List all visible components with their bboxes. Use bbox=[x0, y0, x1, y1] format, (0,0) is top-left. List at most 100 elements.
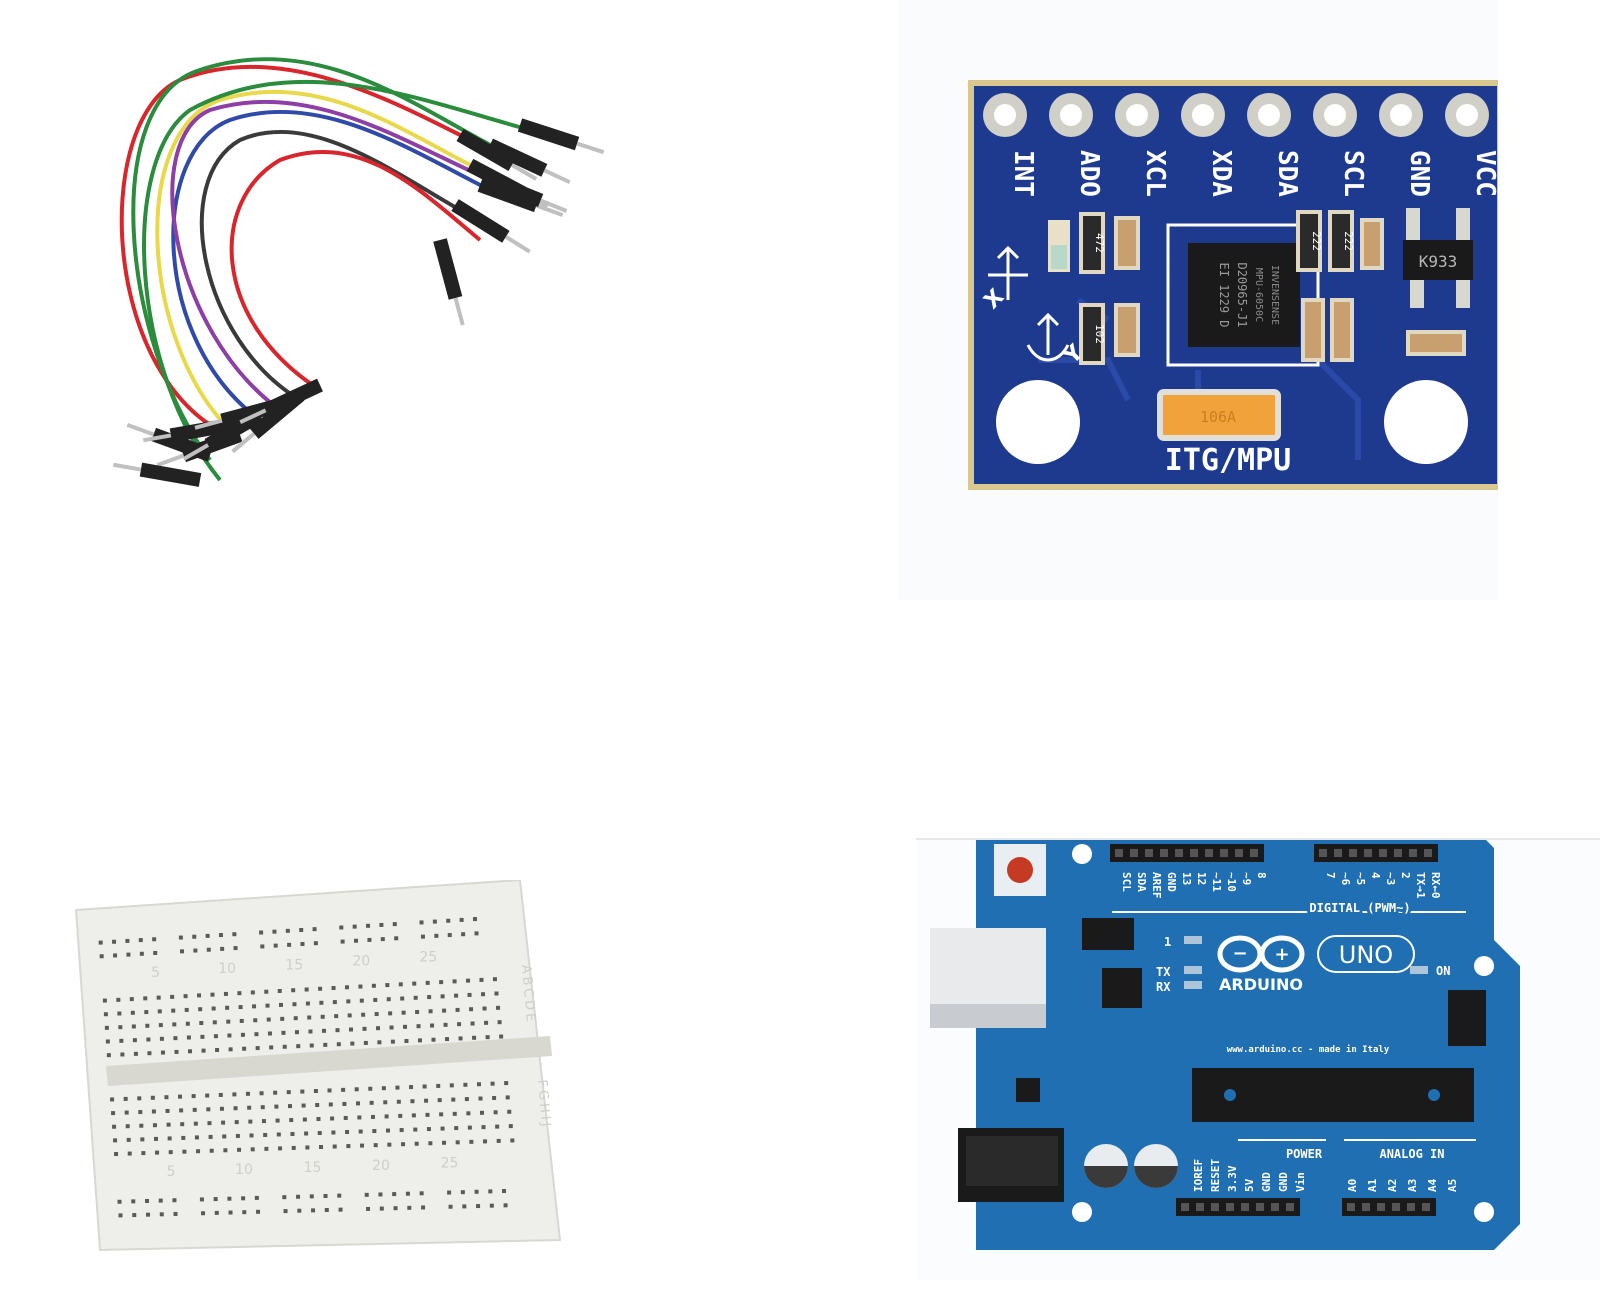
pin-label: 8 bbox=[1255, 872, 1268, 879]
resistor-222a-label: 222 bbox=[1310, 231, 1323, 251]
power-pin-label: GND bbox=[1277, 1172, 1290, 1192]
led-tx-label: TX bbox=[1156, 965, 1171, 979]
column-number: 10 bbox=[235, 1162, 253, 1178]
jumper-plug bbox=[239, 378, 323, 425]
pin-header bbox=[1314, 844, 1438, 862]
mounting-hole-right bbox=[1384, 380, 1468, 464]
row-letters-bottom: FGHIJ bbox=[534, 1079, 553, 1130]
jumper-wires-drawing bbox=[112, 57, 605, 487]
pin-label: GND bbox=[1165, 872, 1178, 892]
usb-chip bbox=[1102, 968, 1142, 1008]
pin-label: 13 bbox=[1180, 872, 1193, 885]
arduino-uno-drawing: 1 TX RX ON − + ARDUINO UNO www.arduino.c… bbox=[930, 840, 1520, 1250]
column-number: 15 bbox=[304, 1160, 322, 1176]
resistor-222a bbox=[1296, 210, 1322, 272]
mpu-chip bbox=[1188, 243, 1300, 347]
jumper-wire bbox=[229, 149, 482, 392]
pin-label: RX←0 bbox=[1429, 872, 1442, 899]
tantalum-capacitor bbox=[1157, 389, 1281, 441]
pin-label: GND bbox=[1404, 150, 1434, 197]
arduino-logo bbox=[1217, 935, 1305, 973]
uno-badge bbox=[1317, 935, 1415, 973]
analog-pin-label: A5 bbox=[1446, 1179, 1459, 1192]
electrolytic-capacitors bbox=[1084, 1144, 1178, 1188]
column-number: 5 bbox=[167, 1164, 176, 1180]
jumper-plug bbox=[517, 118, 605, 155]
chip-text-3: D20965-J1 bbox=[1235, 262, 1249, 327]
analog-label: ANALOG IN bbox=[1379, 1147, 1444, 1161]
pin-label: INT bbox=[1008, 150, 1038, 197]
analog-pin-label: A0 bbox=[1346, 1179, 1359, 1192]
chip-outline bbox=[1166, 223, 1320, 367]
voltage-regulator-uno bbox=[1016, 1078, 1040, 1102]
jumper-wire bbox=[171, 109, 491, 422]
pin-label: 2 bbox=[1399, 872, 1412, 879]
column-number: 15 bbox=[285, 957, 303, 973]
column-number: 20 bbox=[372, 1158, 390, 1174]
capacitor-label: 106A bbox=[1200, 408, 1236, 426]
svg-text:−: − bbox=[1232, 943, 1247, 964]
resistor-472 bbox=[1079, 212, 1105, 274]
regulator-label: K933 bbox=[1419, 252, 1458, 271]
icsp-header bbox=[1448, 990, 1486, 1046]
column-number: 25 bbox=[441, 1156, 459, 1172]
pin-label: 7 bbox=[1324, 872, 1337, 879]
pin-label: VCC bbox=[1470, 150, 1498, 197]
uno-label: UNO bbox=[1339, 941, 1393, 969]
pin-label: ADO bbox=[1074, 150, 1104, 197]
board-brand-label: ITG/MPU bbox=[1165, 443, 1291, 478]
column-number: 25 bbox=[420, 950, 438, 966]
led-rx-label: RX bbox=[1156, 980, 1171, 994]
pin-label: SCL bbox=[1338, 150, 1368, 197]
pin-label: TX→1 bbox=[1414, 872, 1427, 899]
pin-label: ~10 bbox=[1225, 872, 1238, 892]
pin-label: ~5 bbox=[1354, 872, 1367, 885]
jumper-plug bbox=[487, 138, 571, 185]
pin-label: ~6 bbox=[1339, 872, 1352, 886]
resistor-222b-label: 222 bbox=[1342, 231, 1355, 251]
jumper-plug bbox=[433, 238, 465, 326]
pin-label: SDA bbox=[1272, 150, 1302, 197]
capacitor-smd bbox=[1114, 216, 1140, 270]
power-label: POWER bbox=[1286, 1147, 1323, 1161]
led-1-label: 1 bbox=[1164, 935, 1171, 949]
analog-pin-label: A3 bbox=[1406, 1179, 1419, 1192]
pin-label: SDA bbox=[1135, 872, 1148, 892]
jumper-plug bbox=[482, 171, 568, 213]
arduino-uno-image: 1 TX RX ON − + ARDUINO UNO www.arduino.c… bbox=[916, 838, 1600, 1280]
pin-label: 12 bbox=[1195, 872, 1208, 885]
power-pin-label: RESET bbox=[1209, 1159, 1222, 1192]
chip-text-2: MPU-6050C bbox=[1253, 268, 1264, 322]
pin-header bbox=[1110, 844, 1264, 862]
jumper-wire bbox=[155, 89, 481, 432]
jumper-wire bbox=[131, 57, 501, 462]
chip-text-4: EI 1229 D bbox=[1217, 262, 1231, 327]
pin-label: XCL bbox=[1140, 150, 1170, 197]
power-pin-label: 5V bbox=[1243, 1178, 1256, 1192]
power-pin-label: 3.3V bbox=[1226, 1165, 1239, 1192]
on-led-label: ON bbox=[1436, 964, 1450, 978]
jumper-wires-image bbox=[60, 40, 660, 560]
jumper-plug bbox=[451, 199, 531, 254]
pin-label: AREF bbox=[1150, 872, 1163, 899]
pin-label: ~11 bbox=[1210, 872, 1223, 892]
jumper-plug bbox=[456, 128, 538, 181]
chip-text-1: INVENSENSE bbox=[1269, 265, 1280, 325]
resistor-222b bbox=[1328, 210, 1354, 272]
row-letters-top: ABCDE bbox=[518, 964, 538, 1025]
power-pin-label: Vin bbox=[1294, 1172, 1307, 1192]
jumper-wire bbox=[199, 129, 461, 402]
resistor-472-label: 472 bbox=[1093, 233, 1106, 253]
breadboard-center-channel bbox=[106, 1036, 552, 1086]
power-pin-label: IOREF bbox=[1192, 1159, 1205, 1192]
pin-label: SCL bbox=[1120, 872, 1133, 892]
mounting-hole-left bbox=[996, 380, 1080, 464]
column-number: 5 bbox=[151, 965, 160, 981]
pin-label: ~3 bbox=[1384, 872, 1397, 885]
jumper-wire bbox=[142, 79, 531, 482]
column-number: 20 bbox=[352, 953, 370, 969]
